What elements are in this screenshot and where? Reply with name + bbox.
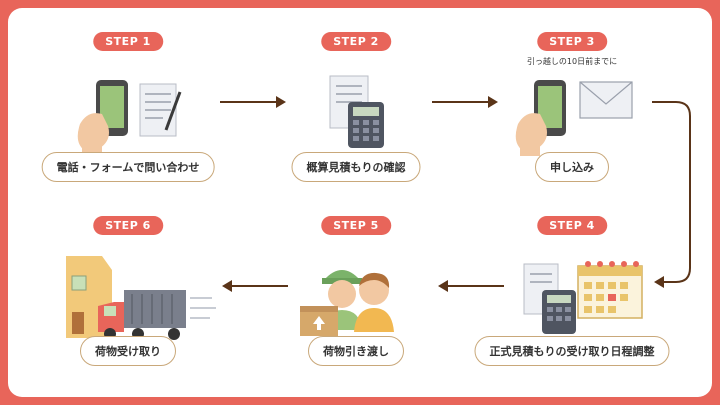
step-badge: STEP 4	[537, 216, 607, 235]
step-5: STEP 5 荷物引き渡し	[256, 216, 456, 386]
step-note: 引っ越しの10日前までに	[526, 57, 618, 66]
step-badge: STEP 3	[537, 32, 607, 51]
step-4: STEP 4 正式見積もりの受け取り日程調整	[472, 216, 672, 386]
phone-and-envelope-icon	[515, 80, 633, 156]
step-label: 申し込み	[535, 152, 609, 182]
arrow-right-icon	[220, 96, 286, 108]
step-3: STEP 3 引っ越しの10日前までに 申し込み	[472, 32, 672, 202]
arrow-left-icon	[438, 280, 504, 292]
arrow-down-return-icon	[652, 101, 691, 288]
step-label: 正式見積もりの受け取り日程調整	[474, 336, 670, 366]
step-6: STEP 6 荷物受け取り	[28, 216, 228, 386]
step-label: 概算見積もりの確認	[291, 152, 421, 182]
step-2: STEP 2 概算見積もりの確認	[256, 32, 456, 202]
step-badge: STEP 2	[321, 32, 391, 51]
step-label: 荷物受け取り	[80, 336, 176, 366]
house-and-truck-icon	[66, 256, 216, 340]
calculator-and-document-icon	[329, 75, 384, 148]
flow-card: STEP 1 電話・フォームで問い合わせ STEP 2	[8, 8, 712, 397]
step-badge: STEP 1	[93, 32, 163, 51]
step-badge: STEP 6	[93, 216, 163, 235]
calendar-and-calculator-icon	[523, 261, 643, 334]
step-1: STEP 1 電話・フォームで問い合わせ	[28, 32, 228, 202]
movers-with-box-icon	[300, 270, 394, 336]
arrow-left-icon	[222, 280, 288, 292]
arrow-right-icon	[432, 96, 498, 108]
step-label: 電話・フォームで問い合わせ	[41, 152, 215, 182]
step-badge: STEP 5	[321, 216, 391, 235]
step-label: 荷物引き渡し	[308, 336, 404, 366]
phone-and-form-icon	[77, 80, 182, 156]
